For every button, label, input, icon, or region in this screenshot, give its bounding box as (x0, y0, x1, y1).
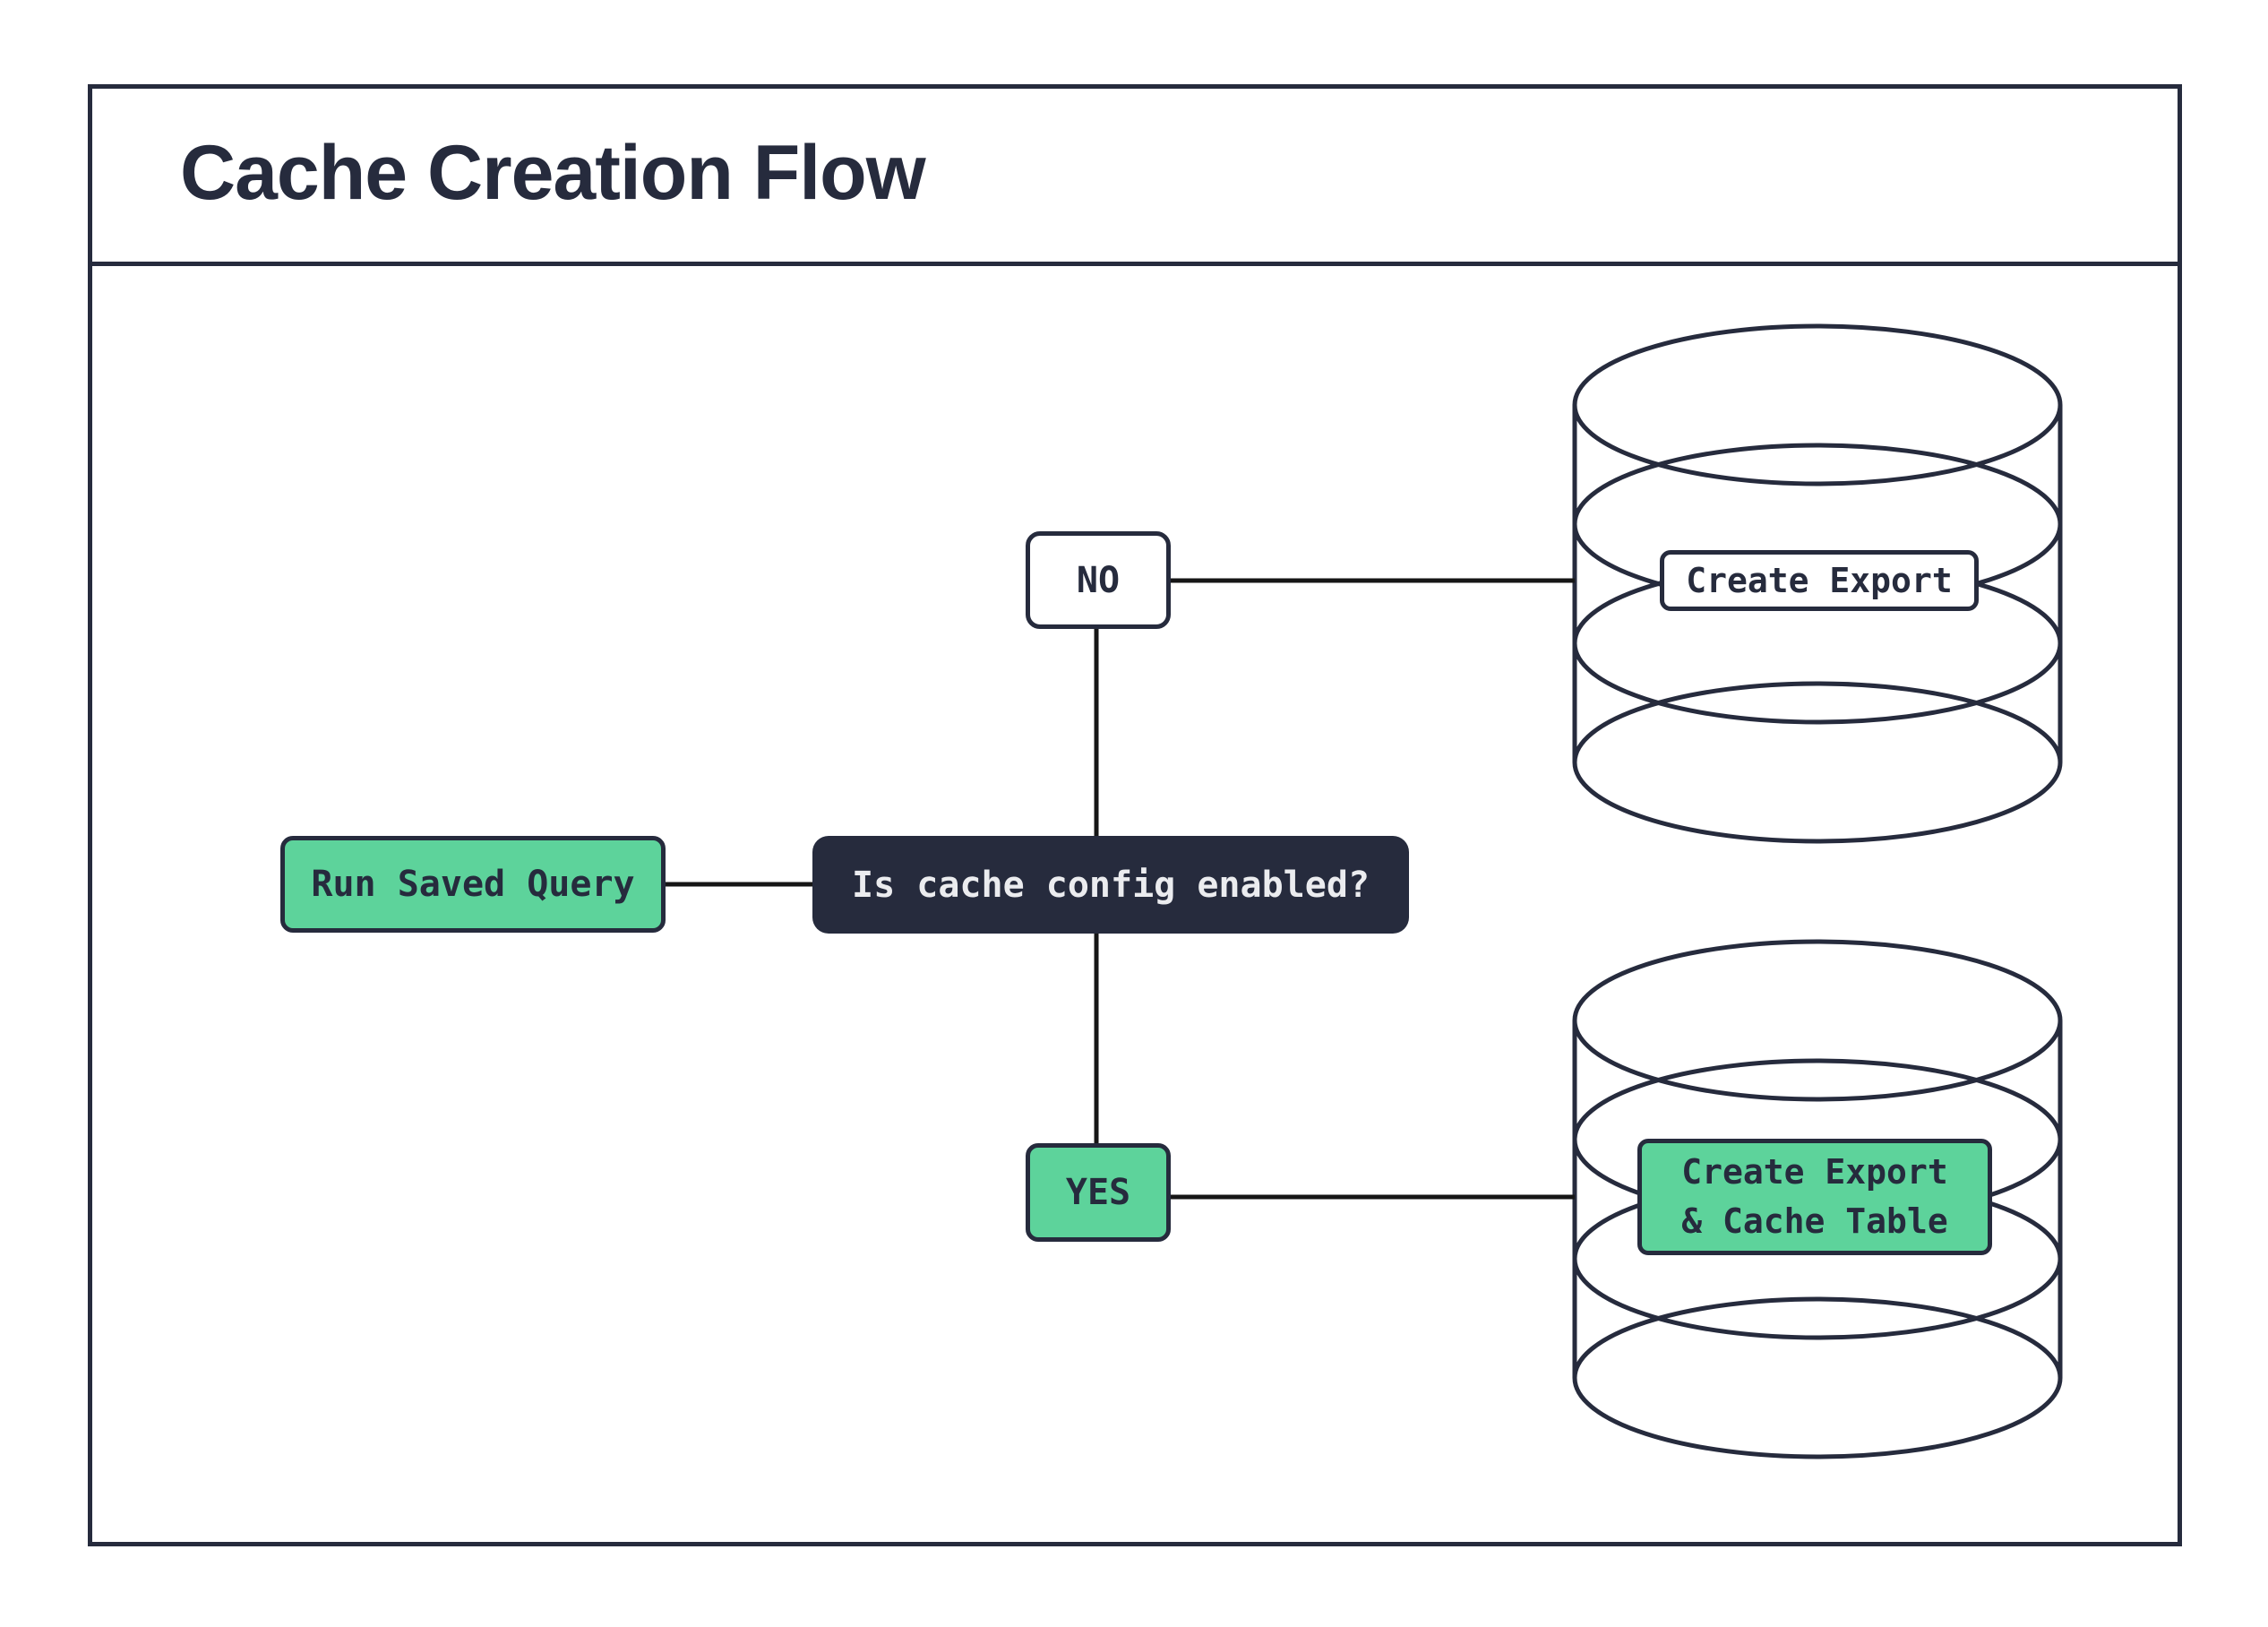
decision-node-label: Is cache config enabled? (852, 864, 1370, 906)
outcome-line-2: & Cache Table (1681, 1201, 1948, 1241)
title-bar: Cache Creation Flow (88, 84, 2182, 266)
start-node-label: Run Saved Query (311, 864, 635, 905)
decision-node-cache-config: Is cache config enabled? (812, 836, 1409, 934)
outcome-line-1: Create Export (1681, 1151, 1948, 1192)
branch-yes-node: YES (1026, 1143, 1171, 1242)
page-title: Cache Creation Flow (180, 129, 926, 216)
branch-yes-label: YES (1065, 1172, 1131, 1213)
outcome-create-export-label: Create Export (1686, 561, 1953, 600)
branch-no-node: NO (1026, 531, 1171, 629)
diagram-frame (88, 84, 2182, 1546)
branch-no-label: NO (1076, 559, 1121, 601)
start-node-run-saved-query: Run Saved Query (280, 836, 666, 933)
outcome-create-export: Create Export (1660, 550, 1979, 611)
outcome-create-export-cache-table: Create Export & Cache Table (1637, 1139, 1992, 1255)
